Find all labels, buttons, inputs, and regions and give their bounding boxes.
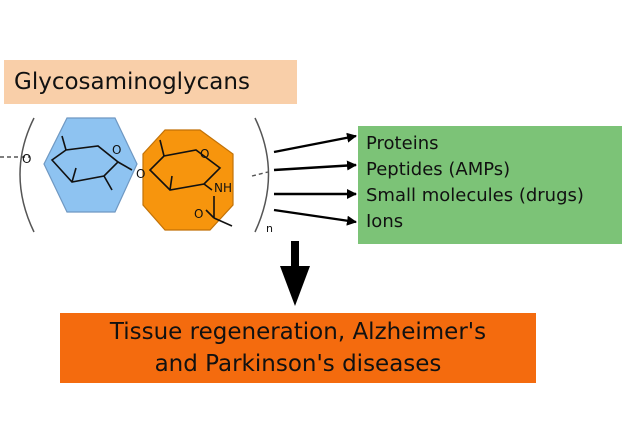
carbonyl-oxygen-label: O <box>194 207 203 221</box>
octagon-shape <box>142 129 234 231</box>
target-peptides: Peptides (AMPs) <box>366 159 511 180</box>
outcome-line-2: and Parkinson's diseases <box>154 351 442 377</box>
arrow-proteins <box>273 132 357 154</box>
arrow-peptides <box>273 160 357 172</box>
outcome-line-1: Tissue regeneration, Alzheimer's <box>109 319 487 345</box>
targets-box: Proteins Peptides (AMPs) Small molecules… <box>358 126 622 244</box>
oxygen-label-link: O <box>136 167 145 181</box>
title-box: Glycosaminoglycans <box>4 60 297 104</box>
target-proteins: Proteins <box>366 133 439 154</box>
target-ions: Ions <box>366 211 404 232</box>
oxygen-label-ring: O <box>112 143 121 157</box>
glucuronic-acid-ring: O O <box>22 117 138 213</box>
diagram-title: Glycosaminoglycans <box>14 69 250 95</box>
glucosamine-ring: O O NH O n <box>136 129 273 235</box>
polymer-brackets <box>0 117 270 233</box>
down-arrow <box>280 241 310 306</box>
repeat-n-label: n <box>266 222 273 235</box>
arrow-ions <box>273 208 357 226</box>
oxygen-label-left: O <box>22 152 31 166</box>
outcome-box: Tissue regeneration, Alzheimer's and Par… <box>60 313 536 383</box>
binding-arrows <box>273 132 357 226</box>
target-small-molecules: Small molecules (drugs) <box>366 185 584 206</box>
oxygen-label-ring-2: O <box>200 147 209 161</box>
hexagon-shape <box>43 117 138 213</box>
nh-label: NH <box>214 181 232 195</box>
